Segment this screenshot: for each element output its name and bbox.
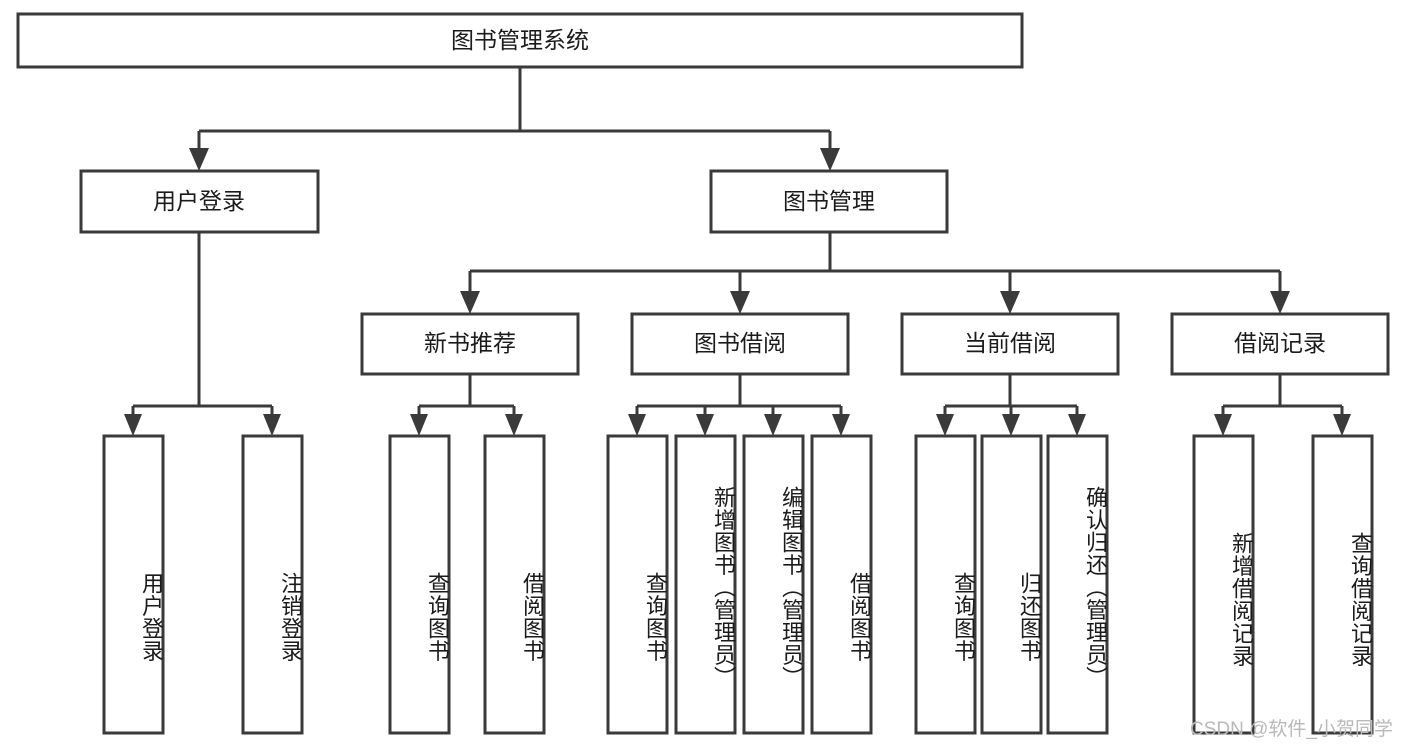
node-borrow-record-label: 借阅记录 [1234, 330, 1326, 356]
node-root[interactable] [16, 12, 1024, 69]
node-user-login[interactable] [79, 169, 320, 234]
leaf-label-newbook-query: 查询图书 [425, 571, 450, 662]
leaf-label-logout: 注销登录 [278, 571, 303, 662]
connectors-borrowrecord-leaves [1214, 374, 1351, 436]
arrow-leaf-currentborrow-confirm [1068, 414, 1086, 436]
node-current-borrow-label: 当前借阅 [964, 330, 1056, 356]
arrow-leaf-currentborrow-query [936, 414, 954, 436]
arrow-leaf-currentborrow-return [1002, 414, 1020, 436]
arrow-to-newbook [460, 291, 480, 314]
arrow-to-book-manage [820, 148, 840, 171]
connectors-userlogin-leaves [124, 232, 281, 436]
leaf-box-currentborrow-return[interactable] [980, 434, 1043, 735]
leaf-box-logout[interactable] [241, 434, 304, 735]
arrow-to-bookborrow [730, 291, 750, 314]
connectors-root-level2 [189, 67, 840, 171]
arrow-to-currentborrow [1000, 291, 1020, 314]
arrow-leaf-newbook-query [410, 414, 428, 436]
node-current-borrow[interactable] [900, 312, 1120, 376]
arrow-leaf-borrowrecord-query [1333, 414, 1351, 436]
arrow-leaf-bookborrow-query [628, 414, 646, 436]
arrow-to-user-login [189, 148, 209, 171]
node-user-login-label: 用户登录 [153, 188, 245, 214]
leaf-label-user-login: 用户登录 [139, 571, 164, 662]
node-new-book-recommend-label: 新书推荐 [424, 330, 516, 356]
arrow-leaf-bookborrow-edit [764, 414, 782, 436]
leaf-box-currentborrow-confirm[interactable] [1046, 434, 1109, 735]
node-book-manage-label: 图书管理 [783, 188, 875, 214]
node-book-manage[interactable] [709, 169, 949, 234]
arrow-leaf-user-login [124, 414, 142, 436]
leaf-box-bookborrow-borrow[interactable] [810, 434, 873, 735]
leaf-box-newbook-query[interactable] [388, 434, 451, 735]
connectors-bookborrow-leaves [628, 374, 850, 436]
arrow-leaf-bookborrow-add [696, 414, 714, 436]
connectors-newbook-leaves [410, 374, 523, 436]
leaf-box-user-login[interactable] [102, 434, 165, 735]
leaf-label-bookborrow-add: 新增图书（管理员） [711, 486, 736, 689]
arrow-leaf-newbook-borrow [505, 414, 523, 436]
node-book-borrow[interactable] [630, 312, 850, 376]
connectors-bookmanage-level3 [460, 232, 1290, 314]
arrow-leaf-borrowrecord-add [1214, 414, 1232, 436]
connectors-currentborrow-leaves [936, 374, 1086, 436]
leaf-label-bookborrow-query: 查询图书 [643, 571, 668, 662]
leaf-box-borrowrecord-query[interactable] [1311, 434, 1374, 735]
leaf-label-currentborrow-return: 归还图书 [1017, 571, 1042, 662]
leaf-label-borrowrecord-query: 查询借阅记录 [1348, 532, 1373, 667]
leaf-box-bookborrow-add[interactable] [674, 434, 737, 735]
leaf-box-bookborrow-edit[interactable] [742, 434, 805, 735]
leaf-box-borrowrecord-add[interactable] [1192, 434, 1255, 735]
leaf-label-bookborrow-borrow: 借阅图书 [847, 571, 872, 662]
leaf-box-currentborrow-query[interactable] [914, 434, 977, 735]
leaf-label-currentborrow-confirm: 确认归还（管理员） [1083, 486, 1108, 689]
leaf-box-bookborrow-query[interactable] [606, 434, 669, 735]
arrow-to-borrowrecord [1270, 291, 1290, 314]
leaf-label-borrowrecord-add: 新增借阅记录 [1229, 532, 1254, 667]
node-new-book-recommend[interactable] [360, 312, 580, 376]
node-borrow-record[interactable] [1170, 312, 1390, 376]
leaf-label-bookborrow-edit: 编辑图书（管理员） [779, 486, 804, 689]
node-root-label: 图书管理系统 [451, 27, 589, 53]
leaf-label-newbook-borrow: 借阅图书 [520, 571, 545, 662]
leaf-label-currentborrow-query: 查询图书 [951, 571, 976, 662]
arrow-leaf-bookborrow-borrow [832, 414, 850, 436]
arrow-leaf-logout [263, 414, 281, 436]
node-book-borrow-label: 图书借阅 [694, 330, 786, 356]
leaf-box-newbook-borrow[interactable] [483, 434, 546, 735]
